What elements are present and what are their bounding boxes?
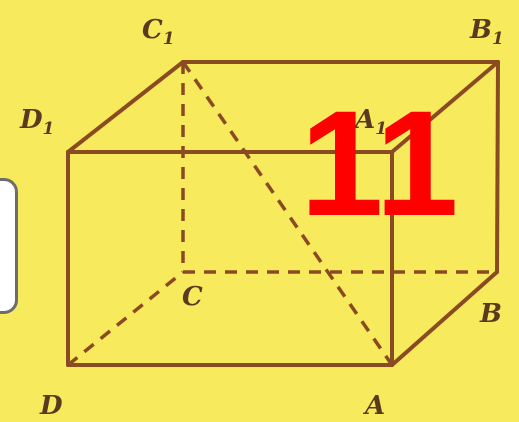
vertex-label-d1: D1 (19, 105, 54, 139)
edge-d1c1 (66, 60, 185, 154)
edge-ab (390, 270, 499, 367)
vertex-label-a1: A1 (352, 105, 387, 139)
vertex-label-a: A (362, 391, 385, 421)
hidden-edge-dc (66, 270, 185, 367)
slide-number: 11 (300, 79, 459, 247)
vertex-label-b: B (479, 299, 502, 329)
edge-b1b (495, 60, 500, 274)
vertex-label-c: C (182, 282, 203, 312)
vertex-label-c1: C1 (142, 15, 175, 49)
side-panel-card (0, 178, 18, 314)
vertex-label-d: D (39, 391, 63, 421)
edge-a1b1 (390, 60, 500, 154)
vertex-label-b1: B1 (469, 15, 504, 49)
